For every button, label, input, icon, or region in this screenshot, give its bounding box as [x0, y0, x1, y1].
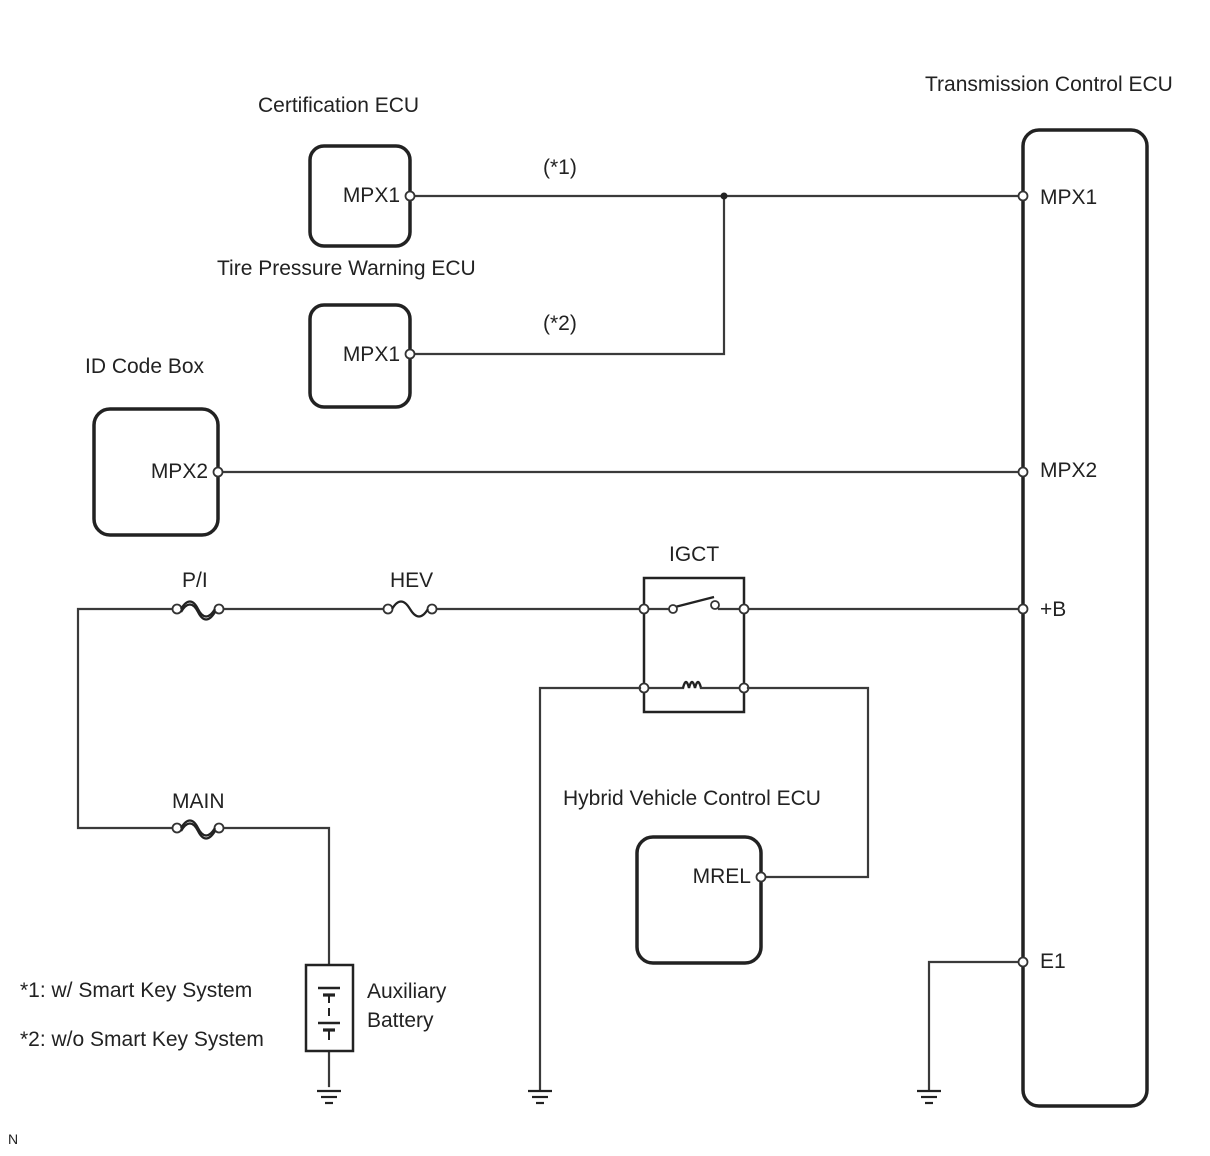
fuse-hev-label: HEV: [390, 569, 434, 592]
legend-item-1: *1: w/ Smart Key System: [20, 979, 253, 1002]
cert-ecu-pin: MPX1: [342, 184, 400, 207]
relay-ground-wire: [538, 686, 642, 1091]
fuse-hev-symbol: [382, 600, 438, 618]
igct-title: IGCT: [669, 543, 720, 566]
hv-ecu-title: Hybrid Vehicle Control ECU: [563, 787, 821, 810]
tcm-mpx1-terminal: [1017, 190, 1029, 202]
idbox-mpx2-terminal: [212, 466, 224, 478]
tcm-title: Transmission Control ECU: [925, 73, 1173, 96]
battery-title-line2: Battery: [367, 1009, 434, 1032]
e1-ground-wire: [927, 960, 1021, 1091]
hv-mrel-terminal: [755, 871, 767, 883]
mrel-wire: [746, 686, 870, 879]
tcm-mpx2-terminal: [1017, 466, 1029, 478]
cert-ecu-title: Certification ECU: [258, 94, 420, 117]
tcm-b-terminal: [1017, 603, 1029, 615]
tcm-e1-terminal: [1017, 956, 1029, 968]
tcm-box: [1021, 128, 1149, 1108]
ground-icon: [317, 1089, 341, 1105]
tcm-pin-mpx1: MPX1: [1040, 186, 1098, 209]
fuse-pi-symbol: [171, 600, 225, 621]
tpw-ecu-pin: MPX1: [342, 343, 400, 366]
idbox-pin: MPX2: [150, 460, 208, 483]
tcm-pin-mpx2: MPX2: [1040, 459, 1098, 482]
battery-symbol: [304, 963, 355, 1053]
ground-icon: [917, 1089, 941, 1105]
tcm-pin-e1: E1: [1040, 950, 1066, 973]
main-to-pi-wire: [76, 607, 174, 830]
cert-mpx1-terminal: [404, 190, 416, 202]
igct-relay-symbol: [638, 576, 750, 714]
battery-title-line1: Auxiliary: [367, 980, 447, 1003]
corner-mark: N: [8, 1131, 19, 1147]
tpw-ecu-title: Tire Pressure Warning ECU: [217, 257, 476, 280]
splice-point: [720, 192, 728, 200]
tcm-pin-b: +B: [1040, 598, 1067, 621]
hv-ecu-pin: MREL: [692, 865, 751, 888]
fuse-main-label: MAIN: [172, 790, 225, 813]
tpw-mpx1-terminal: [404, 348, 416, 360]
wire-note-2: (*2): [543, 312, 577, 335]
fuse-main-symbol: [171, 819, 225, 840]
hv-ecu-box: [635, 835, 763, 965]
mpx1-branch-wire: [412, 194, 726, 356]
ground-icon: [528, 1089, 552, 1105]
idbox-title: ID Code Box: [85, 355, 205, 378]
legend-item-2: *2: w/o Smart Key System: [20, 1028, 264, 1051]
wire-note-1: (*1): [543, 156, 577, 179]
fuse-pi-label: P/I: [182, 569, 208, 592]
